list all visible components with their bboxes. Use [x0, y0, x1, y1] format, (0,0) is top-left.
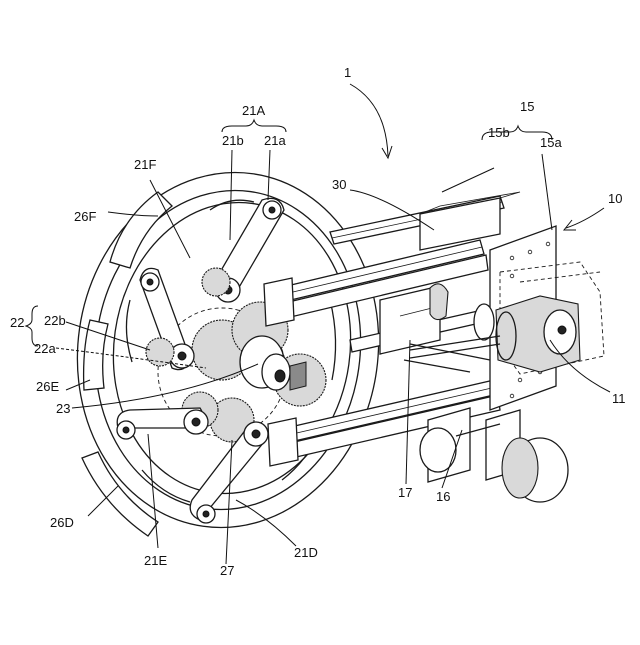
label-26F: 26F	[74, 210, 96, 223]
label-30: 30	[332, 178, 346, 191]
label-26D: 26D	[50, 516, 74, 529]
label-17: 17	[398, 486, 412, 499]
label-10: 10	[608, 192, 622, 205]
label-21A: 21A	[242, 104, 265, 117]
label-23: 23	[56, 402, 70, 415]
label-21F: 21F	[134, 158, 156, 171]
label-22b: 22b	[44, 314, 66, 327]
label-27: 27	[220, 564, 234, 577]
label-11: 11	[612, 392, 626, 405]
box-30	[420, 198, 500, 250]
label-15a: 15a	[540, 136, 562, 149]
label-21D: 21D	[294, 546, 318, 559]
label-16: 16	[436, 490, 450, 503]
label-26E: 26E	[36, 380, 59, 393]
label-22: 22	[10, 316, 24, 329]
label-15b: 15b	[488, 126, 510, 139]
label-21E: 21E	[144, 554, 167, 567]
label-1: 1	[344, 66, 351, 79]
label-21b: 21b	[222, 134, 244, 147]
label-15: 15	[520, 100, 534, 113]
label-21a: 21a	[264, 134, 286, 147]
label-22a: 22a	[34, 342, 56, 355]
